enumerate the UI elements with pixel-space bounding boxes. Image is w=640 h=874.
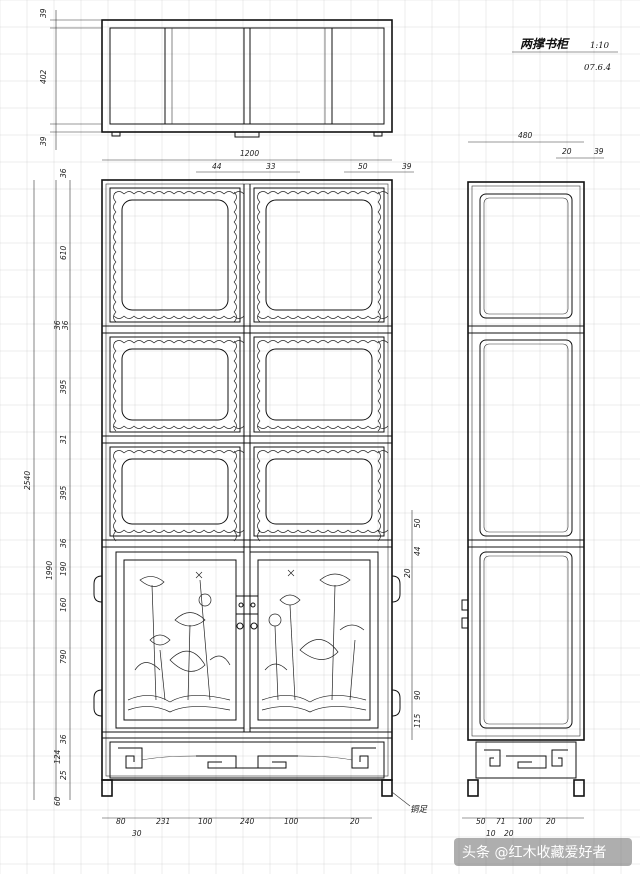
dim-bottom-100a: 100: [198, 817, 213, 826]
dim-right-50: 50: [413, 518, 422, 528]
dim-left-36d: 36: [59, 538, 68, 548]
dim-right-20: 20: [403, 568, 412, 578]
dim-left-395b: 395: [59, 485, 68, 500]
title-block: 两撑书柜 1:10 07.6.4: [512, 37, 618, 73]
side-elevation-dimensions: 480 20 39 50 71 100 20 10 20: [462, 131, 604, 838]
dim-side-20c: 20: [504, 829, 514, 838]
dim-left-36e: 36: [59, 734, 68, 744]
side-elevation: [461, 181, 585, 797]
dim-side-50: 50: [476, 817, 486, 826]
door-carving-right: [261, 569, 367, 713]
dim-left-60: 60: [53, 796, 62, 806]
plan-view: [101, 19, 393, 138]
carved-scroll-band: [257, 450, 389, 542]
dim-left-36a: 36: [59, 168, 68, 178]
carved-frame-outer: [109, 187, 241, 323]
carved-frame-opening: [121, 199, 229, 311]
plan-view-dimensions: 39 402 39: [39, 8, 102, 150]
carved-frame-opening: [121, 348, 229, 421]
dim-left-2540: 2540: [23, 471, 32, 490]
dim-left-160: 160: [59, 597, 68, 612]
dim-front-width-1200: 1200: [240, 149, 259, 158]
dim-left-790: 790: [59, 649, 68, 664]
carved-frame-opening: [265, 348, 373, 421]
dim-left-610: 610: [59, 245, 68, 260]
drawing-title: 两撑书柜: [520, 37, 570, 51]
dim-left-395a: 395: [59, 379, 68, 394]
carved-frame-opening: [265, 458, 373, 525]
dim-side-480: 480: [518, 131, 533, 140]
door-carving-left: [127, 571, 231, 713]
watermark-text: 头条 @红木收藏爱好者: [462, 844, 606, 861]
dim-side-10: 10: [486, 829, 496, 838]
carved-frame-outer: [253, 336, 385, 433]
carved-frame-opening: [265, 199, 373, 311]
dim-right-90: 90: [413, 690, 422, 700]
dim-front-39: 39: [402, 162, 412, 171]
dim-plan-39b: 39: [39, 136, 48, 146]
dim-front-50: 50: [358, 162, 368, 171]
carved-frame-opening: [121, 458, 229, 525]
dim-left-124: 124: [53, 749, 62, 764]
front-elevation-dimensions: 1200 44 33 50 39 36 610 36 36 395 31 395…: [23, 149, 422, 838]
carved-scroll-band: [113, 340, 245, 432]
dim-side-20b: 20: [546, 817, 556, 826]
carved-frame-outer: [109, 446, 241, 537]
dim-front-33: 33: [266, 162, 276, 171]
carved-frame-outer: [253, 187, 385, 323]
dim-left-31: 31: [59, 434, 68, 444]
dim-left-25: 25: [59, 770, 68, 780]
drawing-scale: 1:10: [590, 41, 610, 51]
dim-right-44: 44: [413, 546, 422, 556]
dim-plan-402: 402: [39, 69, 48, 84]
carved-scroll-band: [257, 340, 389, 432]
carved-scroll-band: [113, 450, 245, 542]
drawing-date: 07.6.4: [584, 63, 611, 73]
front-elevation: 铜足: [93, 179, 428, 815]
dim-side-71: 71: [496, 817, 506, 826]
carved-frame-outer: [253, 446, 385, 537]
dim-plan-39a: 39: [39, 8, 48, 18]
note-bronze-feet: 铜足: [410, 804, 428, 815]
dim-bottom-20: 20: [350, 817, 360, 826]
dim-left-1990: 1990: [45, 561, 54, 580]
dim-bottom-240: 240: [240, 817, 255, 826]
dim-bottom-30: 30: [132, 829, 142, 838]
dim-side-20: 20: [562, 147, 572, 156]
dim-right-115: 115: [413, 713, 422, 728]
dim-left-190: 190: [59, 561, 68, 576]
dim-side-100: 100: [518, 817, 533, 826]
carved-open-frames: [109, 187, 389, 542]
carved-frame-outer: [109, 336, 241, 433]
dim-bottom-231: 231: [156, 817, 170, 826]
dim-front-44: 44: [212, 162, 222, 171]
carved-scroll-band: [113, 191, 245, 323]
dim-bottom-100b: 100: [284, 817, 299, 826]
dim-left-36c: 36: [61, 320, 70, 330]
dim-bottom-80: 80: [116, 817, 126, 826]
watermark: 头条 @红木收藏爱好者: [454, 838, 632, 866]
dim-side-39: 39: [594, 147, 604, 156]
dim-left-36b: 36: [53, 320, 62, 330]
carved-scroll-band: [257, 191, 389, 323]
